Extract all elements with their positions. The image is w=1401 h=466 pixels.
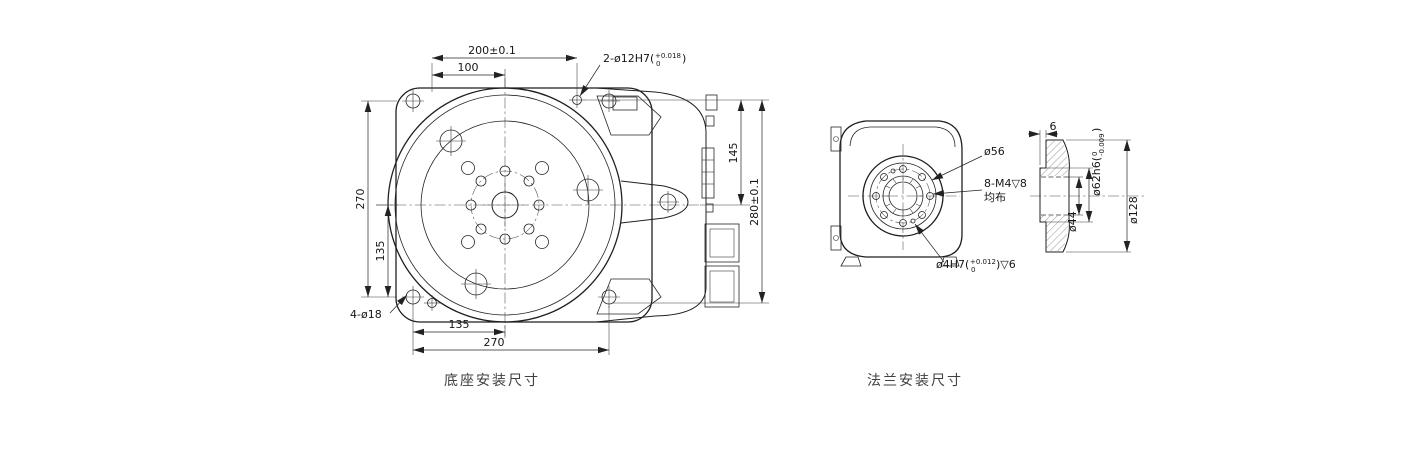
pin-hole-close: )▽6: [996, 258, 1016, 271]
flange-bore-circle: [888, 181, 918, 211]
housing-inner-contour: [849, 126, 956, 148]
dia62-upper: 0: [1091, 152, 1099, 156]
wing-tab-top: [596, 95, 662, 136]
connector-d: [704, 265, 740, 308]
terminal-block: [701, 147, 715, 199]
section-outline: [1039, 139, 1070, 253]
dia62-main: ø62h6(: [1090, 157, 1103, 196]
dim-100: 100: [458, 61, 479, 74]
dia62-close: ): [1090, 128, 1103, 132]
dia62-lower: -0.009: [1098, 133, 1106, 156]
hub-bolt-circle: [470, 170, 540, 240]
label-pin-holes: 2-ø12H7( +0.018 0 ): [603, 52, 686, 68]
connector-c: [704, 223, 740, 263]
spline-ticks: [883, 176, 923, 216]
flange-face-circles: [862, 155, 944, 237]
dim-dia128: ø128: [1127, 196, 1140, 224]
flange-section: [1039, 139, 1070, 253]
dim-135-left: 135: [374, 241, 387, 262]
left-tab-bottom: [830, 225, 842, 251]
flange-view: ø56 8-M4▽8 均布 ø4H7( +0.012 0 )▽6 6 ø62h6…: [830, 120, 1146, 274]
dim-145-right: 145: [727, 143, 740, 164]
flange-pin-hole: [890, 168, 896, 174]
leader-dia56: [931, 155, 983, 181]
leader-tapped-holes: [932, 189, 983, 197]
flange-housing: [839, 120, 963, 258]
dim-270-bottom: 270: [484, 336, 505, 349]
connector-b: [705, 115, 715, 127]
wing-tab-top-slot: [612, 96, 638, 111]
label-pin-hole: ø4H7( +0.012 0 )▽6: [936, 258, 1016, 274]
connector-a: [705, 94, 718, 111]
pin-hole-upper: +0.012: [970, 258, 996, 266]
dim-dia44: ø44: [1066, 211, 1079, 232]
foot-left: [840, 256, 862, 267]
dim-135-bottom: 135: [449, 318, 470, 331]
leader-pin-holes: [579, 64, 601, 97]
leader-corner-holes: [389, 294, 408, 314]
pin-hole-main: ø4H7(: [936, 258, 969, 271]
pin-holes-lower: 0: [656, 60, 660, 68]
connector-c-inner: [709, 228, 735, 258]
connector-d-inner: [709, 270, 735, 303]
platter-bolt-circle: [420, 120, 590, 290]
flange-body-outline: [830, 120, 963, 267]
pin-holes-main: 2-ø12H7(: [603, 52, 654, 65]
dim-270-left: 270: [354, 189, 367, 210]
leader-pin-hole: [914, 223, 945, 263]
dim-280-right: 280±0.1: [748, 178, 761, 226]
base-view: 200±0.1 100 2-ø12H7( +0.018 0 ) 270 135 …: [350, 44, 769, 355]
base-dimension-lines: [364, 54, 766, 354]
dim-200: 200±0.1: [468, 44, 516, 57]
base-view-caption: 底座安装尺寸: [444, 373, 540, 389]
flange-bolt-circle: [875, 168, 931, 224]
label-corner-holes: 4-ø18: [350, 308, 382, 321]
base-connectors: [701, 94, 740, 308]
label-tapped-holes-note: 均布: [984, 191, 1006, 204]
connector-stub: [705, 203, 714, 213]
wing-tab-bottom: [596, 278, 662, 315]
base-extension-lines: [361, 63, 769, 355]
flange-pin-hole: [910, 218, 916, 224]
pin-hole-lower: 0: [971, 266, 975, 274]
foot-right: [940, 256, 960, 267]
pin-holes-close: ): [682, 52, 686, 65]
pin-holes-upper: +0.018: [655, 52, 681, 60]
left-tab-top: [830, 126, 842, 152]
dim-6: 6: [1050, 120, 1057, 133]
label-tapped-holes: 8-M4▽8: [984, 177, 1027, 190]
flange-view-caption: 法兰安装尺寸: [867, 373, 963, 389]
side-arm: [620, 180, 689, 224]
flange-dimension-lines: [914, 130, 1131, 263]
label-dia56: ø56: [984, 145, 1005, 158]
dim-dia62: ø62h6( 0 -0.009 ): [1090, 128, 1106, 196]
